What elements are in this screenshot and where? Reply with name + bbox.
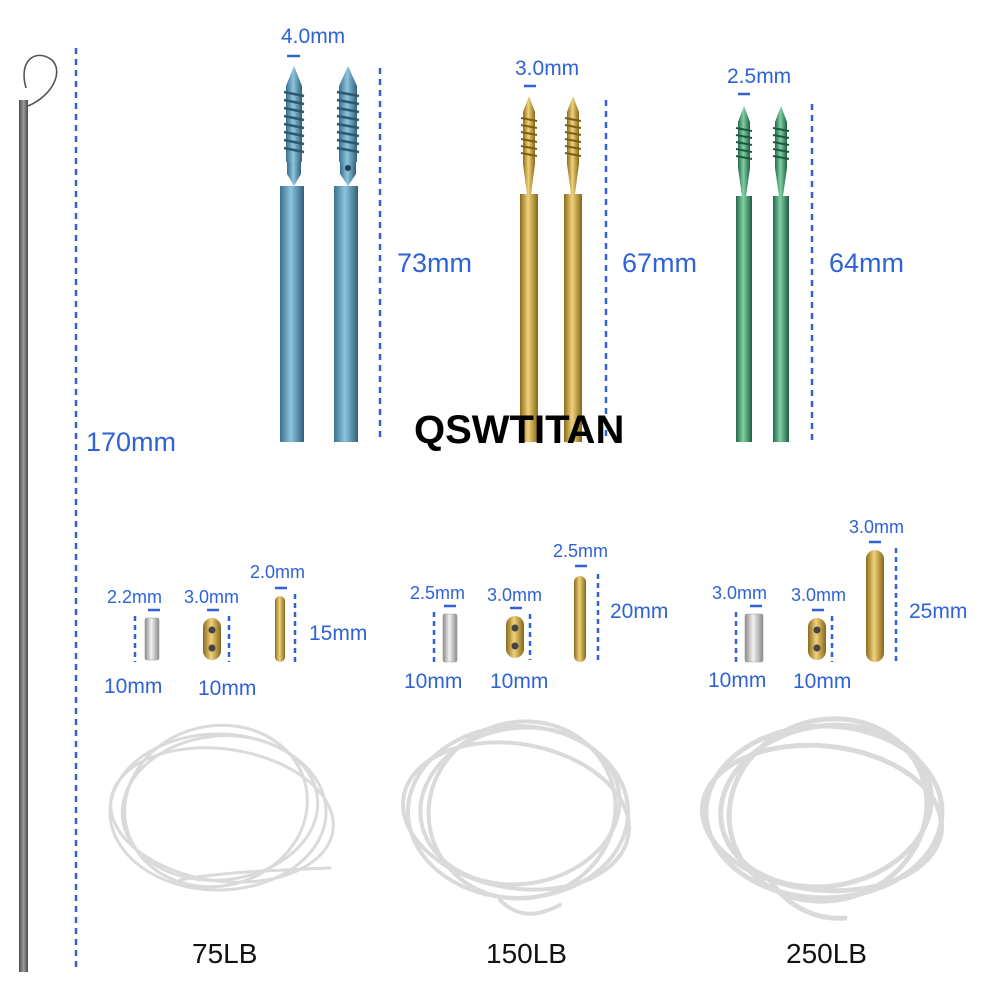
suture-anchor [574,576,586,662]
suture-anchor [275,596,285,662]
button-plate [203,618,221,660]
button-plate [506,616,524,658]
kit-1-anchor-length: 15mm [309,622,368,645]
screw-1-length-label: 73mm [397,248,473,278]
kit-1-tube-length: 10mm [104,675,163,698]
kit-3-tube-length: 10mm [708,669,767,692]
suture-anchor [866,550,884,662]
kit-3-tube-diameter: 3.0mm [712,583,768,603]
crimp-tube [144,617,160,661]
kit-3-button-length: 10mm [793,670,852,693]
screw-3-length-label: 64mm [829,248,905,278]
button-plate [808,618,826,660]
kit-2-components [432,564,600,664]
kit-2-anchor-diameter: 2.5mm [553,541,609,561]
passer-loop [23,54,58,107]
brand-title: QSWTITAN [414,408,625,452]
kit-1-components [133,586,297,664]
screw-group-gold [520,84,608,442]
kit-1-button-length: 10mm [198,677,257,700]
screw [334,66,360,442]
kit-3-components [734,540,898,664]
screw [772,106,790,442]
kit-2-tube-diameter: 2.5mm [410,583,466,603]
screw-3-diameter-label: 2.5mm [727,65,792,88]
kit-1-tube-diameter: 2.2mm [107,587,163,607]
kit-3-anchor-diameter: 3.0mm [849,517,905,537]
kit-2-button-width: 3.0mm [487,585,543,605]
screw [520,96,538,442]
screw [735,106,753,442]
suture-coil-150lb [401,719,631,916]
suture-coils [108,716,945,921]
screw-group-blue [280,54,382,442]
passer-length-label: 170mm [86,427,177,457]
kit-2-anchor-length: 20mm [610,600,669,623]
suture-strength-150lb: 150LB [486,938,567,969]
kit-2-tube-length: 10mm [404,670,463,693]
screw-group-green [735,92,814,442]
screw [280,66,305,442]
suture-coil-75lb [108,723,335,892]
kit-1-anchor-diameter: 2.0mm [250,562,306,582]
screw [564,96,582,442]
kit-3-button-width: 3.0mm [791,585,847,605]
suture-coil-250lb [699,716,945,921]
suture-passer [19,54,58,972]
screw-2-length-label: 67mm [622,248,698,278]
screw-1-diameter-label: 4.0mm [281,25,346,48]
crimp-tube [744,613,764,663]
screw-2-diameter-label: 3.0mm [515,57,580,80]
crimp-tube [442,613,458,663]
passer-rod [19,100,28,972]
kit-3-anchor-length: 25mm [909,600,968,623]
kit-1-button-width: 3.0mm [184,587,240,607]
suture-strength-75lb: 75LB [192,938,258,969]
suture-strength-250lb: 250LB [786,938,867,969]
kit-2-button-length: 10mm [490,670,549,693]
